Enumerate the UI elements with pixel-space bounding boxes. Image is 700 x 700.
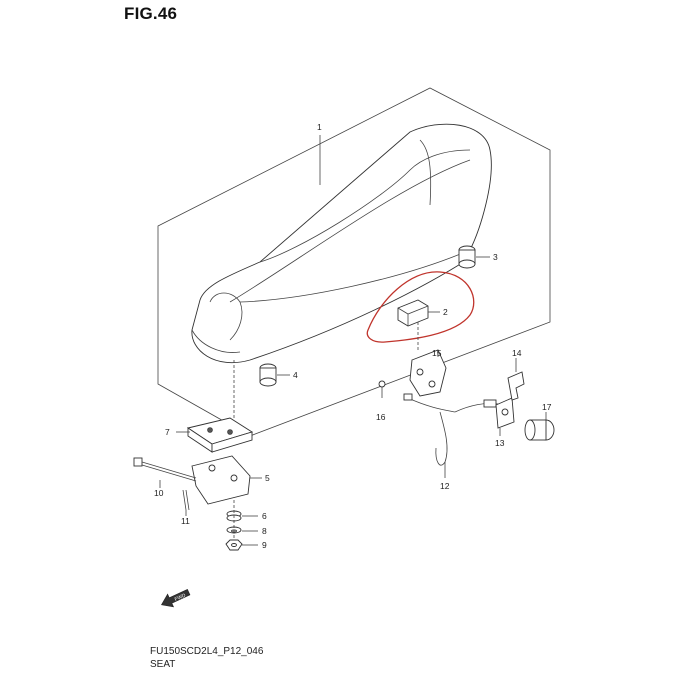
callout-13: 13 [495, 438, 505, 448]
callout-14: 14 [512, 348, 522, 358]
part-2[interactable] [397, 299, 429, 327]
assembly-boundary [157, 87, 551, 437]
hinge-plate-part-7[interactable] [186, 417, 254, 453]
cable-part-12[interactable] [403, 393, 499, 466]
callout-5: 5 [265, 473, 270, 483]
figure-title: FIG.46 [124, 4, 178, 23]
bracket-part-13[interactable] [495, 397, 515, 429]
callout-10: 10 [154, 488, 164, 498]
bolt-part-10[interactable] [133, 457, 197, 482]
callout-8: 8 [262, 526, 267, 536]
callout-2: 2 [443, 307, 448, 317]
bumper-part-4[interactable] [259, 363, 277, 387]
callout-17: 17 [542, 402, 552, 412]
callout-11: 11 [181, 516, 190, 526]
callout-7: 7 [165, 427, 170, 437]
front-direction-arrow: FWD [161, 588, 191, 608]
callout-labels: 1 2 3 4 5 6 7 8 9 10 11 12 13 14 15 16 1… [154, 122, 552, 550]
callout-1: 1 [317, 122, 322, 132]
bumper-part-3[interactable] [458, 245, 476, 269]
nut-part-9[interactable] [225, 539, 243, 551]
seat-assembly[interactable] [191, 123, 492, 364]
callout-3: 3 [493, 252, 498, 262]
callout-16: 16 [376, 412, 386, 422]
callout-6: 6 [262, 511, 267, 521]
hook-part-14[interactable] [507, 371, 525, 401]
bolt-part-16[interactable] [378, 380, 386, 398]
hinge-bracket-part-5[interactable] [191, 455, 251, 505]
key-cylinder-part-17[interactable] [524, 419, 555, 441]
front-arrow-label: FWD [174, 592, 187, 602]
diagram-code: FU150SCD2L4_P12_046 [150, 646, 264, 657]
pin-part-11[interactable] [182, 489, 190, 511]
callout-15: 15 [432, 348, 442, 358]
callout-9: 9 [262, 540, 267, 550]
callout-12: 12 [440, 481, 450, 491]
highlight-circle [366, 271, 475, 343]
callout-4: 4 [293, 370, 298, 380]
diagram-caption: SEAT [150, 659, 176, 670]
seat-lock-part-15[interactable] [409, 349, 447, 397]
